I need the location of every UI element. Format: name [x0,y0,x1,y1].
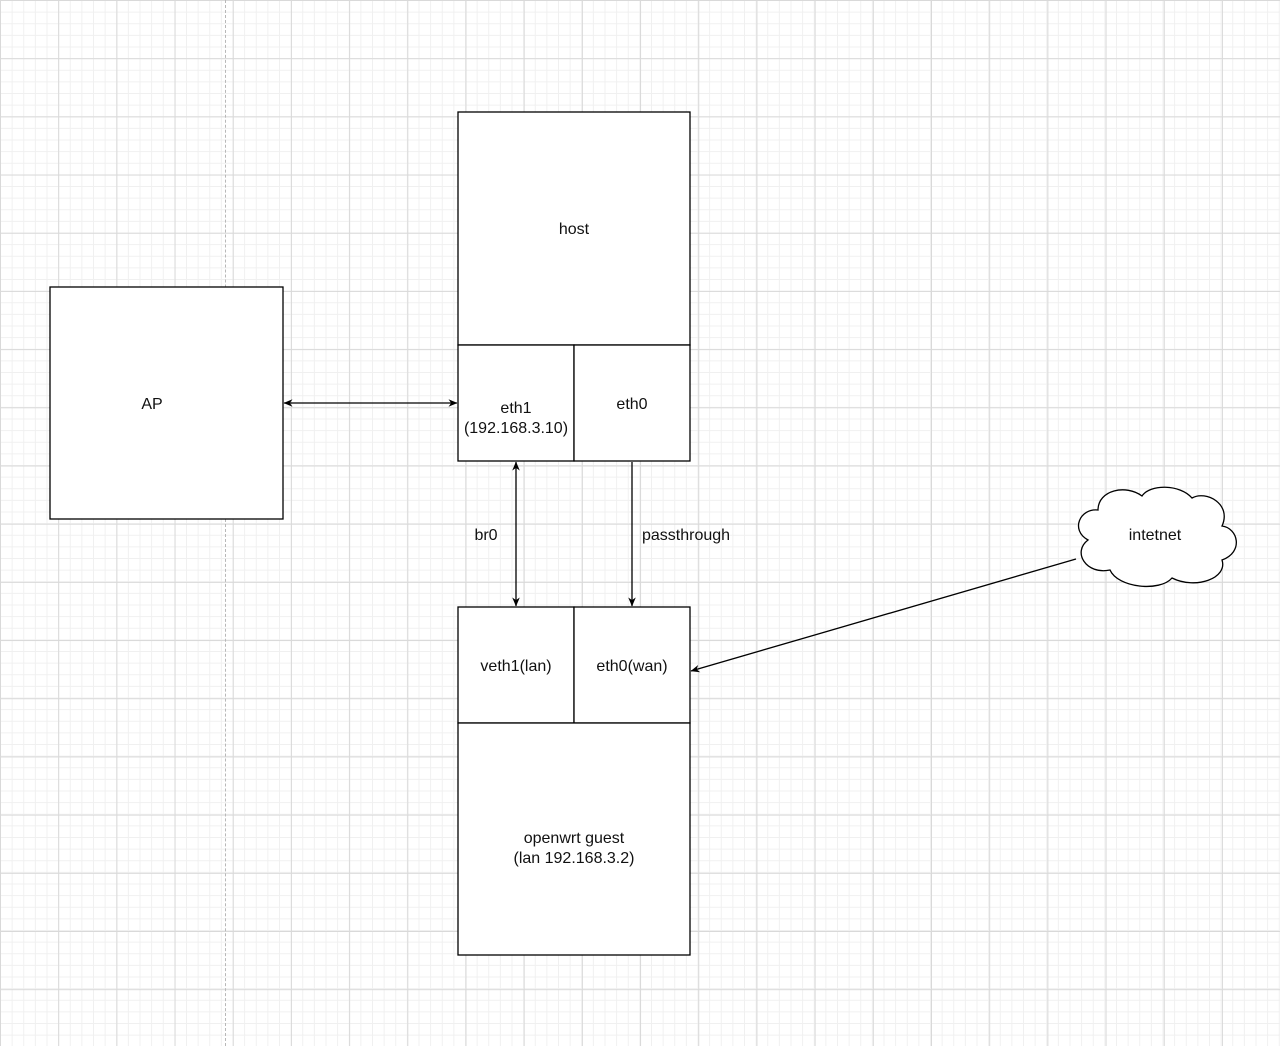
internet-node[interactable]: intetnet [1077,486,1237,588]
host-label: host [559,221,590,238]
guest-node[interactable]: openwrt guest (lan 192.168.3.2) [457,722,691,956]
page-break-guide [225,0,226,1046]
edge-br0[interactable]: br0 [474,461,520,607]
guest-veth1-label: veth1(lan) [480,658,551,675]
ap-node[interactable]: AP [49,286,284,520]
host-eth1-port[interactable]: eth1 (192.168.3.10) [457,344,575,462]
host-eth0-port[interactable]: eth0 [573,344,691,462]
edge-passthrough[interactable]: passthrough [628,462,730,607]
cloud-icon [1077,486,1237,588]
passthrough-label: passthrough [642,527,730,544]
guest-ip: (lan 192.168.3.2) [514,850,635,867]
br0-label: br0 [474,527,497,544]
internet-label: intetnet [1129,527,1182,544]
host-eth1-label: eth1 [500,400,531,417]
edge-internet-wan[interactable] [690,558,1077,673]
guest-label: openwrt guest [524,830,625,847]
guest-eth0-label: eth0(wan) [596,658,667,675]
ap-label: AP [141,396,162,413]
host-eth0-label: eth0 [616,396,647,413]
guest-eth0-port[interactable]: eth0(wan) [573,606,691,724]
guest-veth1-port[interactable]: veth1(lan) [457,606,575,724]
host-eth1-ip: (192.168.3.10) [464,420,568,437]
host-node[interactable]: host [457,111,691,346]
